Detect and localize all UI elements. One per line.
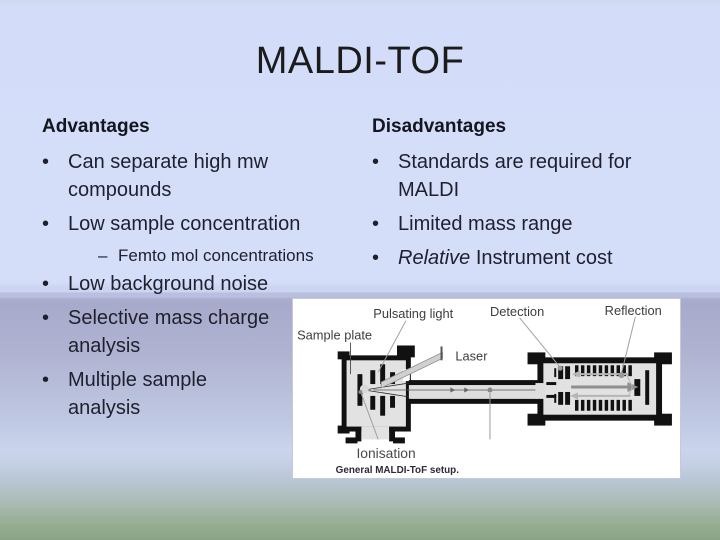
advantages-heading: Advantages bbox=[42, 116, 150, 137]
disadvantages-heading: Disadvantages bbox=[372, 116, 507, 137]
bullet-text: Low sample concentration bbox=[68, 213, 301, 235]
bullet-marker: • bbox=[42, 369, 50, 391]
bullet-text: Multiple sample bbox=[68, 369, 207, 391]
sub-bullet-text: Femto mol concentrations bbox=[118, 246, 314, 265]
bullet-text: Standards are required for bbox=[398, 151, 632, 173]
advantage-item-5: • Multiple sample analysis bbox=[42, 366, 352, 422]
bullet-marker: • bbox=[372, 247, 380, 269]
advantage-item-1: • Can separate high mw compounds bbox=[42, 148, 352, 204]
diagram-leader-lines bbox=[350, 316, 636, 440]
bullet-text: Selective mass charge bbox=[68, 307, 270, 329]
advantage-item-4: • Selective mass charge analysis bbox=[42, 304, 352, 360]
bullet-text: compounds bbox=[68, 179, 172, 201]
disadvantage-item-3: • Relative Instrument cost bbox=[372, 244, 702, 272]
maldi-tof-diagram-svg: Sample plate Pulsating light Detection R… bbox=[297, 303, 672, 476]
slide-title: MALDI-TOF bbox=[255, 40, 465, 82]
spectrometer-drawing bbox=[337, 345, 672, 444]
disadvantage-item-2: • Limited mass range bbox=[372, 210, 702, 238]
bullet-marker: • bbox=[372, 151, 380, 173]
diagram-caption: General MALDI-ToF setup. bbox=[336, 465, 460, 476]
bullet-text: Instrument cost bbox=[470, 247, 613, 269]
bullet-marker: • bbox=[42, 213, 50, 235]
bullet-text: Can separate high mw bbox=[68, 151, 269, 173]
bullet-marker: • bbox=[42, 307, 50, 329]
bullet-text: Low background noise bbox=[68, 273, 269, 295]
bullet-marker: • bbox=[42, 151, 50, 173]
bullet-text-italic: Relative bbox=[398, 247, 471, 269]
bullet-text: MALDI bbox=[398, 179, 460, 201]
bullet-marker: • bbox=[42, 273, 50, 295]
bullet-marker: • bbox=[372, 213, 380, 235]
diagram-label-reflection: Reflection bbox=[605, 303, 662, 318]
diagram-label-pulsating-light: Pulsating light bbox=[373, 306, 453, 321]
maldi-tof-diagram: Sample plate Pulsating light Detection R… bbox=[292, 298, 681, 479]
advantages-column: Advantages • Can separate high mw compou… bbox=[42, 116, 352, 428]
bullet-text: Limited mass range bbox=[398, 213, 573, 235]
diagram-label-detection: Detection bbox=[490, 304, 544, 319]
advantage-item-3: • Low background noise bbox=[42, 270, 352, 298]
disadvantages-column: Disadvantages • Standards are required f… bbox=[372, 116, 702, 278]
advantage-item-2: • Low sample concentration bbox=[42, 210, 352, 238]
disadvantage-item-1: • Standards are required for MALDI bbox=[372, 148, 702, 204]
diagram-label-laser: Laser bbox=[455, 348, 488, 363]
bullet-text: analysis bbox=[68, 397, 141, 419]
diagram-label-sample-plate: Sample plate bbox=[297, 328, 372, 343]
advantage-sub-item: – Femto mol concentrations bbox=[98, 244, 352, 268]
diagram-label-ionisation: Ionisation bbox=[356, 445, 415, 461]
dash-marker: – bbox=[98, 246, 108, 265]
bullet-text: analysis bbox=[68, 335, 141, 357]
